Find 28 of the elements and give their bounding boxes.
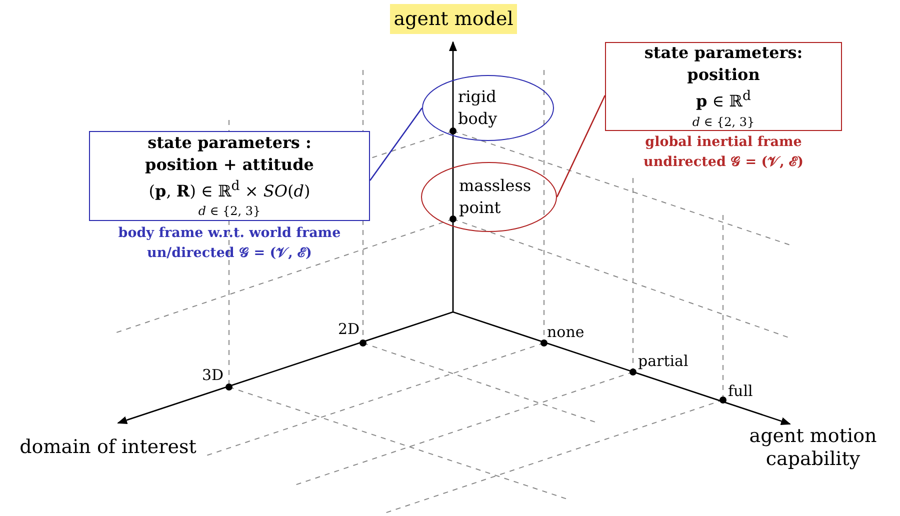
node-label: massless point — [459, 175, 529, 219]
axis-label: domain of interest — [18, 436, 198, 459]
formula-note: d ∈ {2, 3} — [692, 114, 755, 131]
frame-note: body frame w.r.t. world frame — [117, 225, 342, 241]
info-box — [605, 42, 842, 131]
tick-label: none — [547, 323, 584, 341]
tick-label: partial — [638, 352, 688, 370]
axis-label: agent motion capability — [748, 425, 878, 471]
info-box — [89, 131, 370, 221]
frame-note: un/directed 𝒢 = (𝒱, ℰ) — [146, 245, 313, 261]
box-heading: position — [687, 64, 760, 86]
tick-label: full — [728, 382, 753, 400]
leader-line — [369, 108, 423, 181]
ellipse — [422, 75, 554, 141]
box-heading: state parameters: — [644, 42, 803, 64]
frame-note: global inertial frame — [644, 134, 803, 150]
ellipse — [421, 162, 557, 232]
leader-line — [556, 95, 606, 198]
frame-note: undirected 𝒢 = (𝒱, ℰ) — [642, 154, 804, 170]
tick-label: 3D — [202, 366, 224, 384]
axis-label: agent model — [394, 6, 514, 32]
formula: p ∈ ℝ$^{d}$ — [696, 88, 752, 113]
node-label: rigid body — [458, 86, 498, 130]
formula: (p, R) ∈ ℝ$^{d}$ × SO(d) — [148, 178, 310, 202]
box-heading: position + attitude — [145, 154, 314, 176]
box-heading: state parameters : — [148, 132, 312, 154]
formula-note: d ∈ {2, 3} — [198, 203, 261, 220]
tick-label: 2D — [338, 320, 360, 338]
